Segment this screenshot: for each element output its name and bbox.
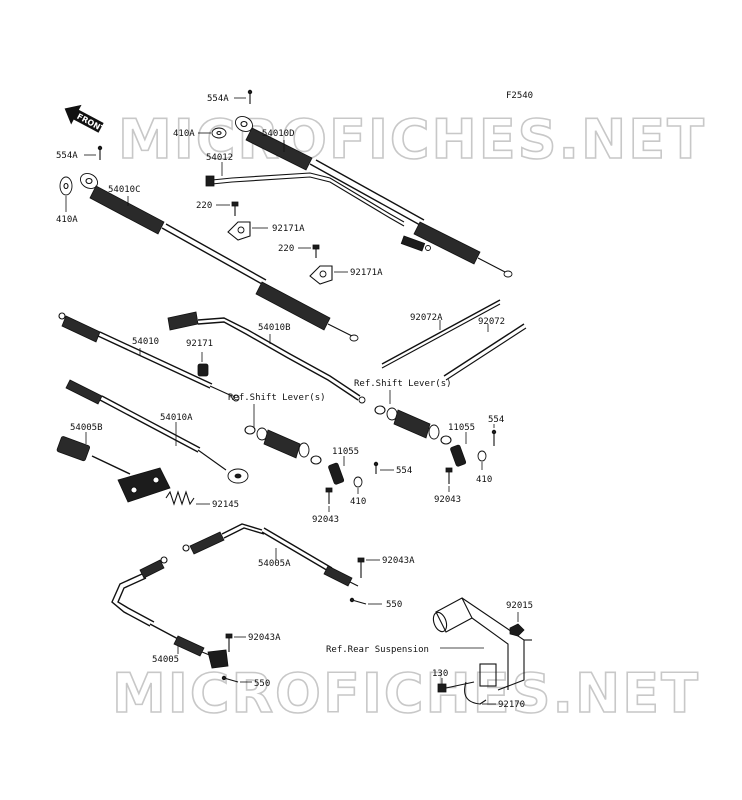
label-92145: 92145 xyxy=(212,500,239,510)
washer-410-right xyxy=(477,450,487,462)
shift-linkage-left xyxy=(244,425,322,465)
pin-550-b xyxy=(221,675,239,683)
label-92072: 92072 xyxy=(478,317,505,327)
cable-54010C xyxy=(80,173,359,342)
label-54010D: 54010D xyxy=(262,129,295,139)
bolt-92043-right xyxy=(445,467,453,484)
clamp-92171A-a xyxy=(227,221,251,241)
label-92171A-b: 92171A xyxy=(350,268,383,278)
cable-54005A xyxy=(182,523,359,587)
label-554-right: 554 xyxy=(488,415,504,425)
label-11055-right: 11055 xyxy=(448,423,475,433)
label-92043A-a: 92043A xyxy=(382,556,415,566)
rod-92072 xyxy=(443,323,527,381)
ref-shift-lever-left: Ref.Shift Lever(s) xyxy=(228,393,326,403)
rear-suspension-bracket xyxy=(432,597,532,691)
label-92170: 92170 xyxy=(498,700,525,710)
label-92043-mid: 92043 xyxy=(312,515,339,525)
pin-550-a xyxy=(349,597,367,605)
bolt-220-b xyxy=(312,244,320,258)
front-arrow-icon: FRONT xyxy=(64,104,107,135)
label-54005A: 54005A xyxy=(258,559,291,569)
label-92171A-a: 92171A xyxy=(272,224,305,234)
washer-410-mid xyxy=(353,476,363,488)
label-550-a: 550 xyxy=(386,600,402,610)
bolt-92043A-a xyxy=(357,557,365,578)
label-54010: 54010 xyxy=(132,337,159,347)
joint-11055-right xyxy=(450,444,467,467)
label-54010C: 54010C xyxy=(108,185,141,195)
cable-54010B xyxy=(167,311,366,404)
nut-92015 xyxy=(509,623,525,637)
watermark-bottom: MICROFICHES.NET xyxy=(112,662,700,725)
clamp-92171A-b xyxy=(309,265,333,285)
label-92015: 92015 xyxy=(506,601,533,611)
label-410-right: 410 xyxy=(476,475,492,485)
label-130: 130 xyxy=(432,669,448,679)
ref-shift-lever-right: Ref.Shift Lever(s) xyxy=(354,379,452,389)
label-410A-left: 410A xyxy=(56,215,78,225)
shift-linkage-right xyxy=(374,405,452,445)
joint-11055-mid xyxy=(328,462,345,485)
label-220-a: 220 xyxy=(196,201,212,211)
label-92043A-b: 92043A xyxy=(248,633,281,643)
clip-92170 xyxy=(464,681,487,705)
label-554A-left: 554A xyxy=(56,151,78,161)
label-11055-mid: 11055 xyxy=(332,447,359,457)
bolt-92043-mid xyxy=(325,487,333,504)
figure-code: F2540 xyxy=(506,91,533,101)
cable-54010D xyxy=(235,116,513,278)
clamp-92171 xyxy=(197,363,209,377)
label-54010B: 54010B xyxy=(258,323,291,333)
pin-554-mid xyxy=(373,461,379,474)
pin-554-right xyxy=(491,429,497,446)
spring-92145 xyxy=(165,490,195,506)
label-54012: 54012 xyxy=(206,153,233,163)
watermark-top: MICROFICHES.NET xyxy=(118,108,706,171)
cable-54010 xyxy=(58,312,240,402)
cable-54005B xyxy=(56,436,171,503)
ref-rear-suspension: Ref.Rear Suspension xyxy=(326,645,429,655)
cable-54005 xyxy=(111,556,229,669)
label-54005B: 54005B xyxy=(70,423,103,433)
label-92043-right: 92043 xyxy=(434,495,461,505)
cable-54010A xyxy=(65,379,249,484)
label-554-mid: 554 xyxy=(396,466,412,476)
rod-92072A xyxy=(381,299,501,369)
label-410A-top: 410A xyxy=(173,129,195,139)
part-554A-left xyxy=(97,145,103,160)
label-410-mid: 410 xyxy=(350,497,366,507)
label-554A-top: 554A xyxy=(207,94,229,104)
label-550-b: 550 xyxy=(254,679,270,689)
part-554A-top xyxy=(247,89,253,104)
label-92171: 92171 xyxy=(186,339,213,349)
washer-410A-left xyxy=(59,176,73,196)
label-54005: 54005 xyxy=(152,655,179,665)
label-220-b: 220 xyxy=(278,244,294,254)
cable-54012 xyxy=(205,172,431,252)
bolt-220-a xyxy=(231,201,239,216)
washer-410A-top xyxy=(211,127,227,139)
bolt-92043A-b xyxy=(225,633,233,652)
label-54010A: 54010A xyxy=(160,413,193,423)
label-92072A: 92072A xyxy=(410,313,443,323)
front-label: FRONT xyxy=(75,112,107,135)
